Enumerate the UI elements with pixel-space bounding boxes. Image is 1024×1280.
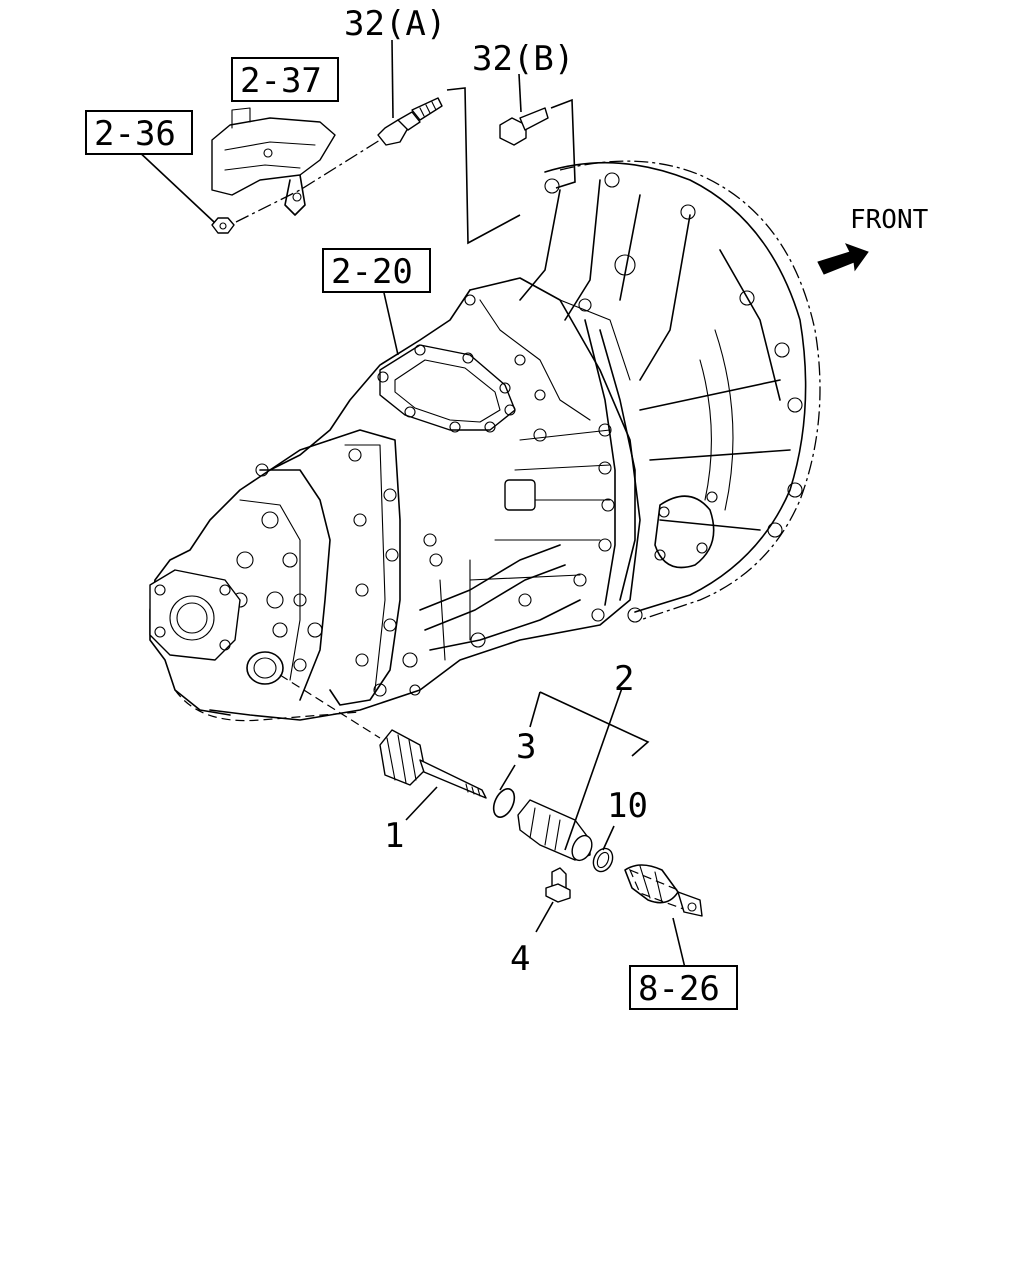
transmission-assembly — [149, 160, 821, 722]
ref-box-2-37[interactable]: 2-37 — [231, 57, 339, 102]
ref-box-2-36[interactable]: 2-36 — [85, 110, 193, 155]
ref-box-8-26[interactable]: 8-26 — [629, 965, 738, 1010]
part-label-4: 4 — [510, 939, 530, 979]
ref-label-8-26: 8-26 — [638, 969, 720, 1009]
part-label-32b: 32(B) — [472, 39, 574, 79]
bolt-32b — [499, 107, 549, 146]
oil-seal — [592, 847, 614, 873]
ref-box-2-20[interactable]: 2-20 — [322, 248, 431, 293]
ref-label-2-37: 2-37 — [240, 61, 322, 101]
speedometer-drive-gear — [379, 729, 487, 799]
leader-lines — [134, 39, 686, 969]
stud-a-bracket-line — [446, 87, 521, 245]
driven-gear-sleeve — [517, 799, 593, 862]
front-label: FRONT — [850, 205, 929, 235]
flange-nut — [211, 217, 235, 234]
part-label-1: 1 — [384, 816, 404, 856]
bolt-b-bracket-line — [550, 98, 576, 189]
part-label-2: 2 — [614, 659, 634, 699]
part-label-10: 10 — [607, 786, 648, 826]
mounting-bracket — [211, 107, 336, 216]
o-ring — [492, 788, 516, 818]
part-label-32a: 32(A) — [344, 4, 446, 44]
front-indicator: FRONT — [817, 205, 929, 275]
ref-label-2-36: 2-36 — [94, 114, 176, 154]
ref-label-2-20: 2-20 — [331, 252, 413, 292]
front-arrow-icon — [817, 243, 869, 275]
part-label-3: 3 — [516, 727, 536, 767]
stud-bolt-32a — [377, 97, 443, 146]
speed-sensor — [624, 864, 703, 917]
stud-axis-line — [235, 139, 381, 223]
gear-axis-line — [279, 674, 381, 739]
lock-bolt — [545, 867, 571, 903]
